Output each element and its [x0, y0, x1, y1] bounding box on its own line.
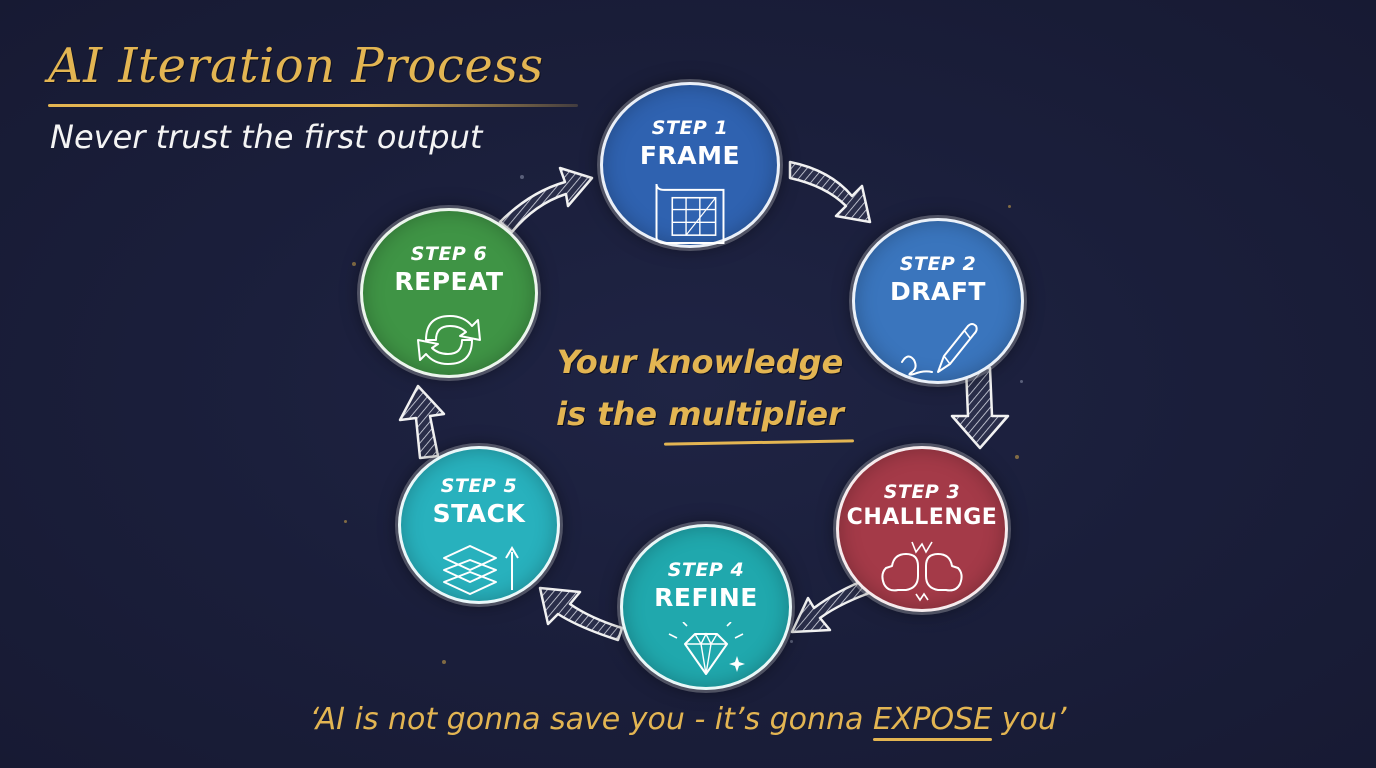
page-subtitle: Never trust the first output [50, 118, 483, 156]
title-underline [48, 104, 578, 107]
step-3-challenge: STEP 3 CHALLENGE [836, 446, 1008, 612]
center-line-1: Your knowledge [556, 343, 844, 381]
arrow-step1-to-step2 [788, 160, 872, 224]
arrow-step3-to-step4 [790, 576, 880, 634]
decorative-speck [1008, 205, 1011, 208]
step-name: CHALLENGE [846, 505, 998, 530]
layers-icon [443, 545, 519, 595]
step-4-refine: STEP 4 REFINE [620, 524, 792, 690]
boxing-gloves-icon [881, 541, 963, 602]
decorative-speck [790, 640, 793, 643]
pencil-icon [901, 323, 978, 376]
step-number: STEP 1 [651, 117, 729, 139]
blueprint-icon [655, 183, 725, 245]
center-line-2: is the multiplier [540, 388, 860, 440]
arrow-step4-to-step5 [538, 586, 624, 642]
step-1-frame: STEP 1 FRAME [600, 82, 780, 248]
decorative-speck [442, 660, 446, 664]
step-6-repeat: STEP 6 REPEAT [360, 208, 538, 378]
step-number: STEP 4 [667, 559, 745, 581]
step-name: REFINE [654, 583, 758, 612]
step-number: STEP 3 [883, 481, 961, 503]
diamond-icon [668, 622, 745, 675]
arrow-step6-to-step1 [498, 166, 594, 234]
quote-suffix: you’ [992, 702, 1067, 737]
bottom-quote: ‘AI is not gonna save you - it’s gonna E… [0, 702, 1376, 741]
arrow-step2-to-step3 [950, 366, 1010, 450]
decorative-speck [1015, 455, 1019, 459]
step-name: FRAME [639, 141, 741, 170]
quote-prefix: ‘AI is not gonna save you - it’s gonna [309, 702, 873, 737]
step-name: DRAFT [890, 277, 986, 306]
page-title: AI Iteration Process [48, 38, 544, 94]
step-name: STACK [432, 499, 526, 528]
step-number: STEP 2 [899, 253, 977, 275]
center-message: Your knowledge is the multiplier [540, 336, 860, 440]
step-5-stack: STEP 5 STACK [398, 446, 560, 604]
decorative-speck [344, 520, 347, 523]
step-name: REPEAT [394, 267, 504, 296]
step-number: STEP 6 [410, 243, 488, 265]
step-2-draft: STEP 2 DRAFT [852, 218, 1024, 384]
decorative-speck [1020, 380, 1023, 383]
step-number: STEP 5 [440, 475, 518, 497]
decorative-speck [352, 262, 356, 266]
center-emphasis: multiplier [668, 388, 844, 440]
arrow-step5-to-step6 [398, 384, 446, 460]
quote-emphasis: EXPOSE [872, 702, 993, 741]
center-line-2-prefix: is the [556, 395, 669, 433]
decorative-speck [520, 175, 524, 179]
refresh-cycle-icon [417, 315, 481, 365]
